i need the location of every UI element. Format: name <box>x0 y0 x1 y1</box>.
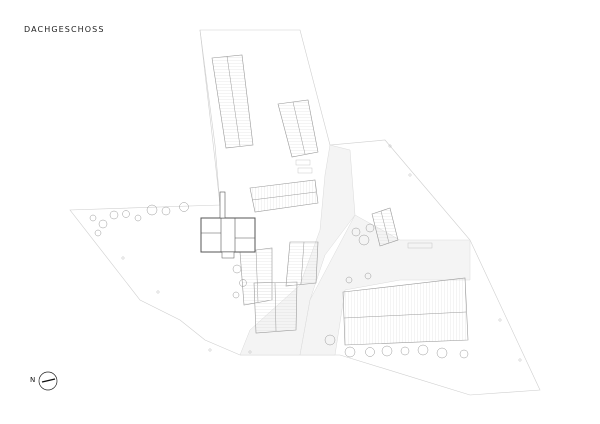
roof-large-barn <box>342 277 469 346</box>
access-road <box>239 144 471 356</box>
roof-east-small <box>371 207 399 247</box>
roof-south-3 <box>253 281 298 334</box>
north-label: N <box>30 376 36 384</box>
roof-south-2 <box>285 241 319 287</box>
north-arrow-icon <box>38 371 58 391</box>
parking-marks <box>295 159 433 249</box>
roof-north-1 <box>211 54 254 149</box>
roof-center <box>249 179 319 213</box>
plan-title: DACHGESCHOSS <box>24 25 105 34</box>
main-house-plan <box>200 191 256 259</box>
trees <box>89 202 469 359</box>
boundary-posts <box>121 144 522 362</box>
roof-north-2 <box>277 99 319 158</box>
